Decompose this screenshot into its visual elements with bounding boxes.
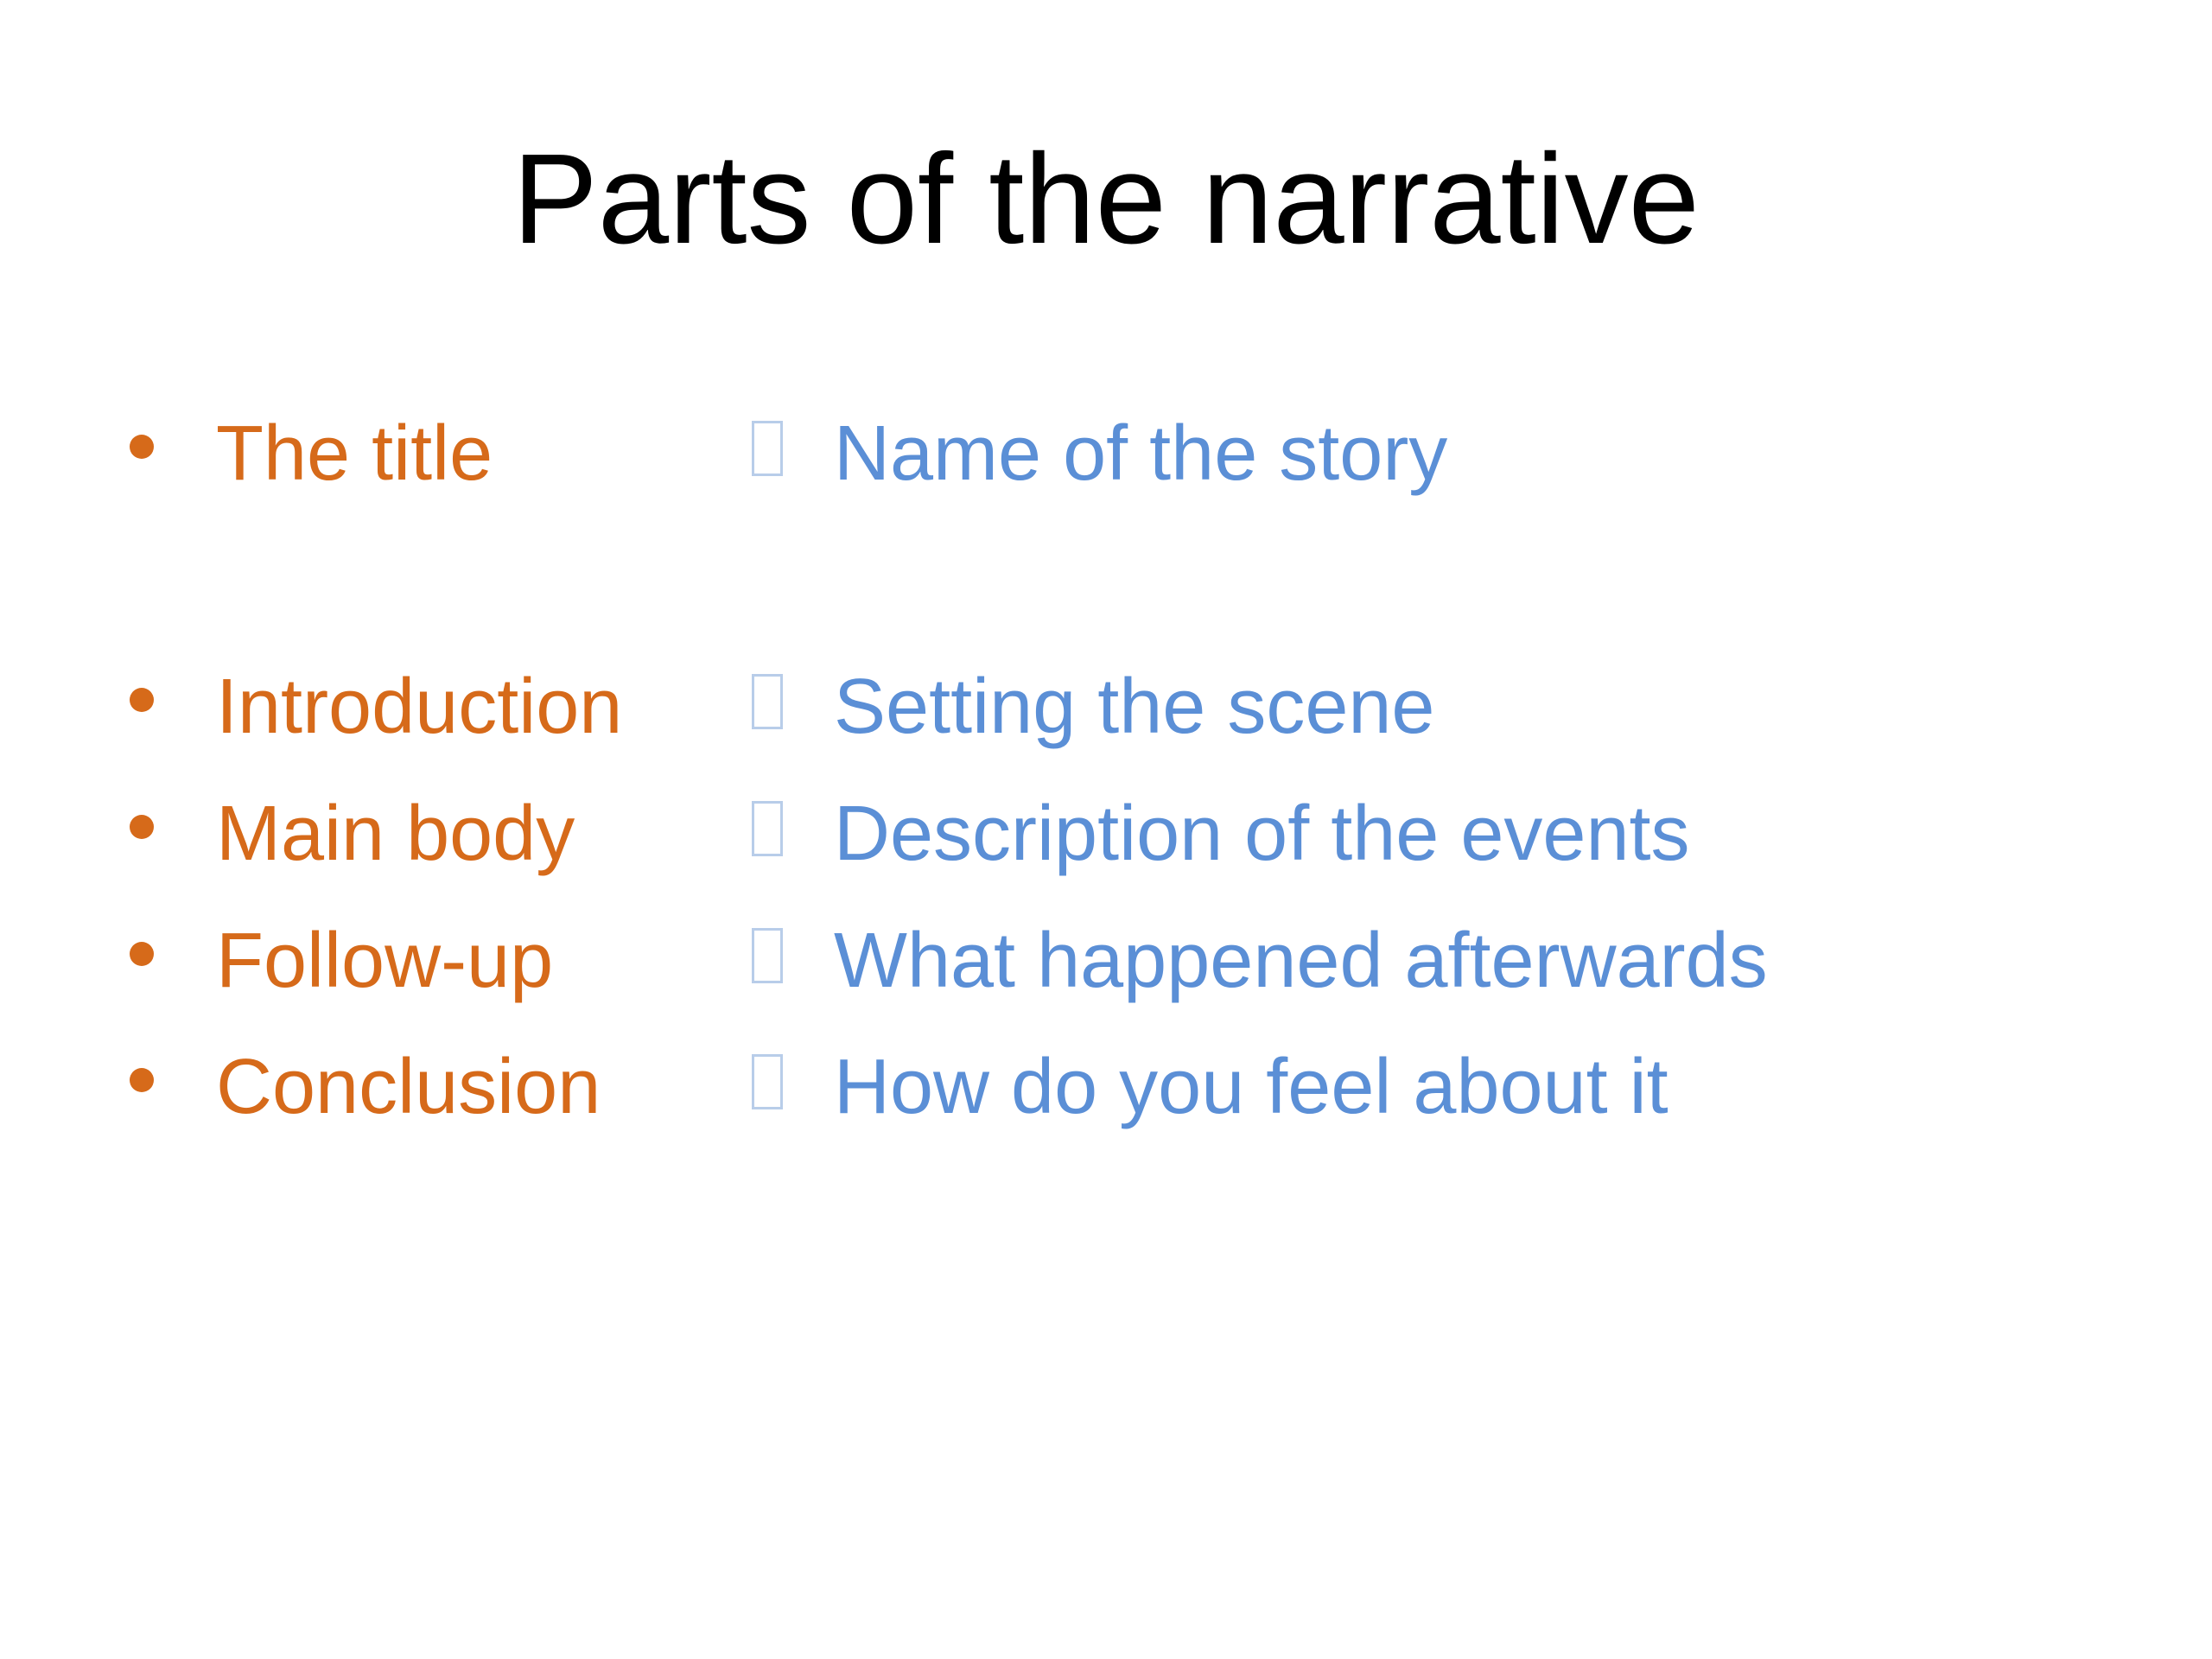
list-item: Conclusion How do you feel about it (0, 1035, 2212, 1139)
item-description: Setting the scene (834, 664, 1435, 750)
item-description: Description of the events (834, 791, 1690, 877)
slide-title: Parts of the narrative (512, 128, 1700, 270)
bullet-icon (130, 435, 154, 459)
bullet-icon (130, 942, 154, 966)
list-item: Introduction Setting the scene (0, 655, 2212, 759)
item-description: What happened afterwards (834, 918, 1768, 1004)
bullet-icon (130, 1068, 154, 1092)
item-description: How do you feel about it (834, 1044, 1669, 1130)
item-term: Conclusion (216, 1044, 601, 1130)
square-box-icon (752, 674, 783, 729)
item-description: Name of the story (834, 410, 1448, 497)
item-term: Introduction (216, 664, 623, 750)
bullet-icon (130, 815, 154, 839)
square-box-icon (752, 1054, 783, 1109)
list-item: The title Name of the story (0, 402, 2212, 505)
square-box-icon (752, 801, 783, 856)
list-item: Main body Description of the events (0, 782, 2212, 886)
square-box-icon (752, 421, 783, 476)
item-term: The title (216, 410, 493, 497)
item-term: Follow-up (216, 918, 554, 1004)
bullet-icon (130, 688, 154, 712)
square-box-icon (752, 928, 783, 983)
list-item: Follow-up What happened afterwards (0, 909, 2212, 1013)
item-term: Main body (216, 791, 575, 877)
